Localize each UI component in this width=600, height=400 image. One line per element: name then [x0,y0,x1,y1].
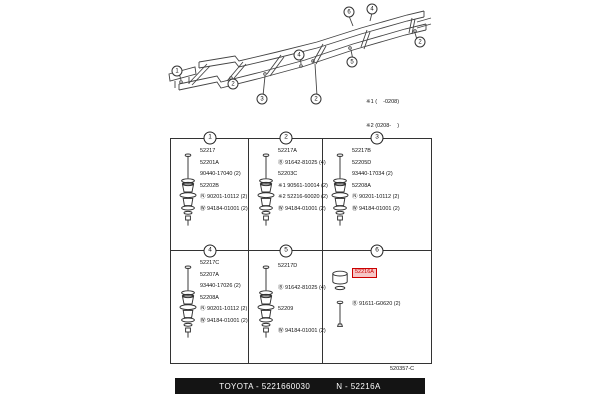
part-number: ※2 52216-60020 (2) [278,194,328,200]
part-number: Ⓑ 91642-81025 (4) [278,159,326,166]
part-number: 52217A [278,148,297,154]
applicability-legend: ※1 ( -0208) ※2 (0208- ) [366,83,399,147]
part-number: 52217B [352,148,371,154]
callout-number: 2 [284,133,288,141]
part-number: 52201A [200,159,219,166]
parts-cell-2: 52217A Ⓑ 91642-81025 (4) 52203C ※1 90561… [249,139,328,251]
frame-callout: 4 [293,49,305,61]
part-labels: 52217D Ⓑ 91642-81025 (4) 52209 Ⓦ 94184-0… [278,256,326,361]
grid-callout-5: 5 [279,244,293,258]
part-number: Ⓦ 94184-01001 (2) [278,205,326,212]
part-number: 52202B [200,182,219,189]
parts-cell-1: 52217 52201A 90440-17040 (2) 52202B Ⓝ 90… [171,139,249,251]
grid-callout-2: 2 [279,131,293,145]
doc-code: 520357-C [390,366,415,372]
part-number: Ⓑ 91642-81025 (4) [278,284,326,291]
part-labels: 52217B 52205D 93440-17034 (2) 52208A Ⓝ 9… [352,144,429,248]
part-number: 52209 [278,306,294,312]
part-number: 93440-17034 (2) [352,171,393,177]
part-number: Ⓦ 94184-01001 (2) [200,205,248,212]
part-number: Ⓝ 90201-10112 (2) [200,194,248,200]
part-number: Ⓦ 94184-01001 (2) [278,327,326,334]
part-number: 52203C [278,171,298,177]
grid-callout-3: 3 [370,131,384,145]
part-labels: 52216A Ⓑ 91611-G0620 (2) [352,256,429,361]
callout-number: 4 [370,6,374,12]
part-number: Ⓝ 90201-10112 (2) [352,194,400,200]
footer-bar: TOYOTA - 5221660030 N - 52216A [175,378,425,394]
legend-line-1: ※1 ( -0208) [366,98,400,105]
callout-number: 1 [208,133,212,141]
frame-callout: 4 [366,3,378,15]
frame-callout: 2 [310,93,322,105]
frame-callout: 2 [227,78,239,90]
callout-number: 2 [314,96,318,102]
callout-number: 6 [347,9,351,15]
footer-part-number: TOYOTA - 5221660030 [219,381,311,391]
frame-callout: 3 [256,93,268,105]
frame-callout: 1 [171,65,183,77]
part-number: 52208A [352,182,371,189]
part-labels: 52217C 52207A 93440-17026 (2) 52208A Ⓝ 9… [200,256,248,361]
callout-number: 1 [175,68,179,74]
mount-stack-diagram [328,144,352,240]
footer-part-code: N - 52216A [336,381,381,391]
callout-number: 3 [375,133,379,141]
frame-callout: 6 [343,6,355,18]
frame-callout: 2 [414,36,426,48]
part-number: Ⓦ 94184-01001 (2) [352,205,400,212]
mount-stack-diagram [254,256,278,352]
parts-cell-3: 52217B 52205D 93440-17034 (2) 52208A Ⓝ 9… [323,139,431,251]
grid-callout-6: 6 [370,244,384,258]
grid-callout-1: 1 [203,131,217,145]
part-number: Ⓑ 91611-G0620 (2) [352,300,401,307]
cushion-bolt-diagram [328,256,352,352]
frame-callout: 5 [346,56,358,68]
callout-number: 3 [260,96,264,102]
callout-number: 2 [231,81,235,87]
part-number: 52217C [200,260,220,266]
part-number: 52217 [200,148,216,154]
part-number: 52207A [200,271,219,278]
mount-stack-diagram [254,144,278,240]
callout-number: 4 [297,52,301,58]
parts-cell-6: 52216A Ⓑ 91611-G0620 (2) [323,251,431,363]
part-number: 52205D [352,159,372,166]
parts-grid: 1 2 3 4 5 6 52217 52201A 90440-17040 (2)… [170,131,432,364]
parts-cell-4: 52217C 52207A 93440-17026 (2) 52208A Ⓝ 9… [171,251,249,363]
part-labels: 52217A Ⓑ 91642-81025 (4) 52203C ※1 90561… [278,144,328,248]
callout-number: 2 [418,39,422,45]
highlighted-part-number: 52216A [352,268,377,278]
part-number: 52217D [278,263,298,269]
part-number: Ⓦ 94184-01001 (2) [200,317,248,324]
legend-line-2: ※2 (0208- ) [366,122,400,129]
mount-stack-diagram [176,144,200,240]
part-number: Ⓝ 90201-10112 (2) [200,306,248,312]
part-labels: 52217 52201A 90440-17040 (2) 52202B Ⓝ 90… [200,144,248,248]
grid-callout-4: 4 [203,244,217,258]
parts-cell-5: 52217D Ⓑ 91642-81025 (4) 52209 Ⓦ 94184-0… [249,251,326,363]
part-number: 90440-17040 (2) [200,171,241,177]
part-number: 52208A [200,294,219,301]
part-number: 93440-17026 (2) [200,283,241,289]
callout-number: 5 [284,246,288,254]
mount-stack-diagram [176,256,200,352]
callout-number: 5 [350,59,354,65]
part-number: ※1 90561-10014 (2) [278,182,328,189]
callout-number: 4 [208,246,212,254]
callout-number: 6 [375,246,379,254]
